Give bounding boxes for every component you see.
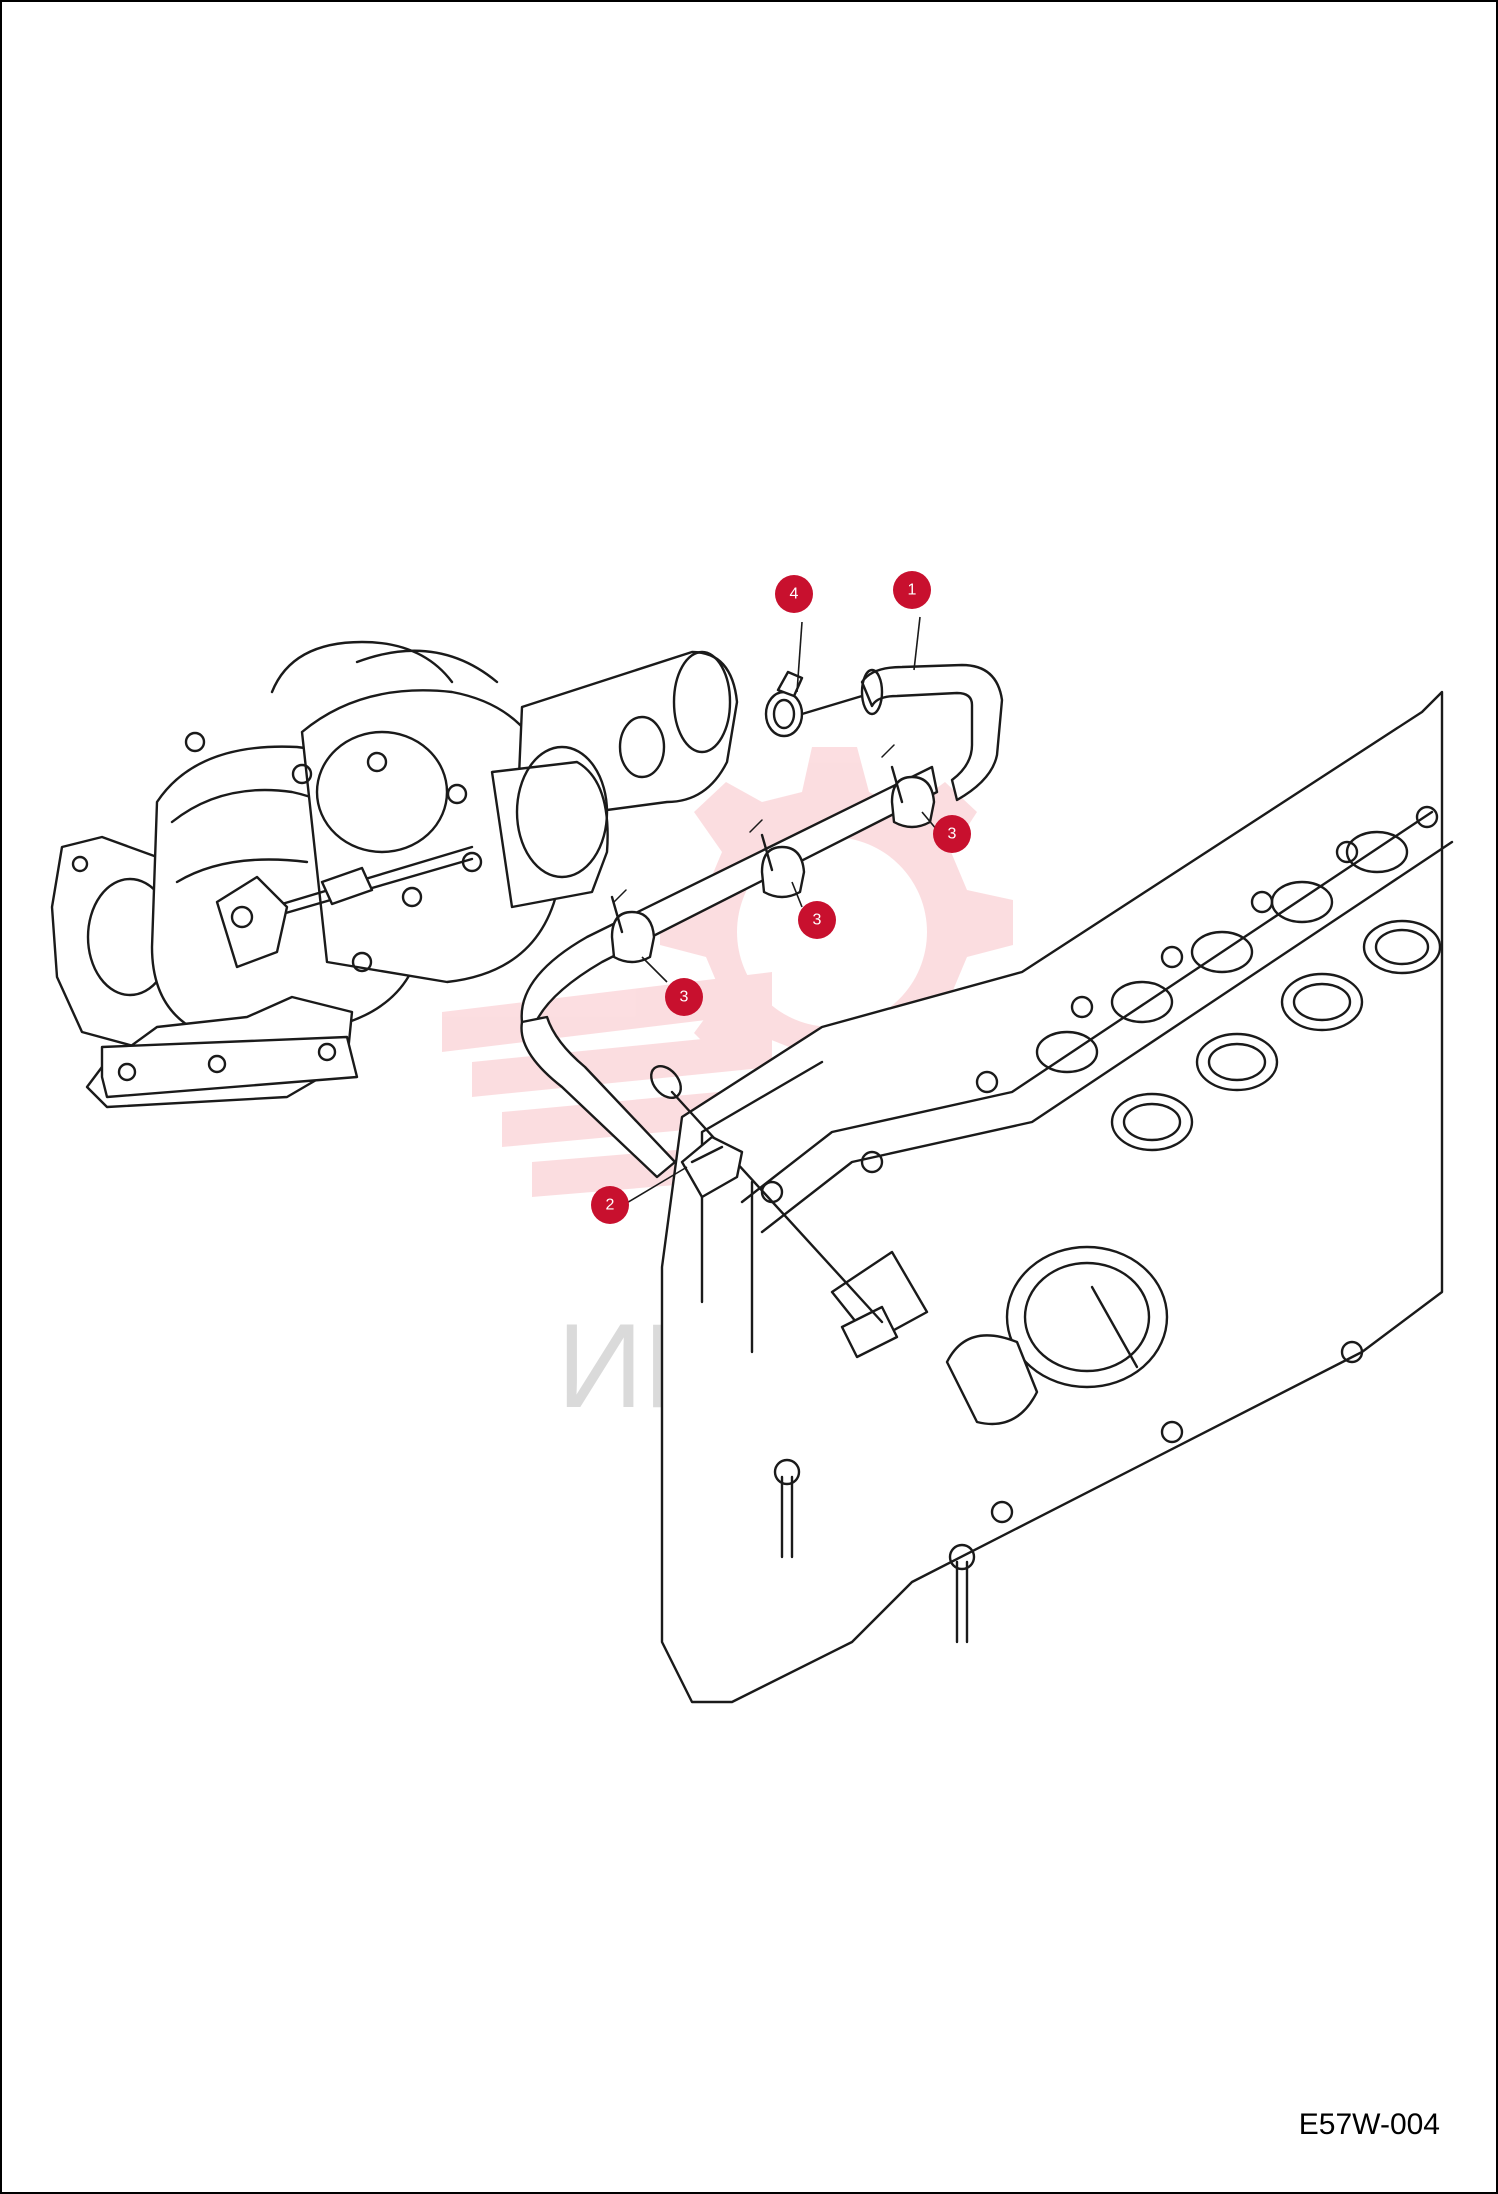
callout-badge-4	[775, 575, 813, 613]
hose-assembly	[520, 663, 1004, 1324]
callout-badge-2	[591, 1186, 629, 1224]
callouts: 4 1 3 3 3 2	[591, 571, 971, 1224]
callout-label-3a: 3	[948, 826, 957, 843]
callout-label-4: 4	[790, 586, 799, 603]
hose-clip-2	[680, 1135, 744, 1199]
callout-badge-3a	[933, 815, 971, 853]
callout-label-1: 1	[908, 582, 917, 599]
callout-label-3b: 3	[813, 912, 822, 929]
callout-badge-3c	[665, 978, 703, 1016]
callout-badge-3b	[798, 901, 836, 939]
turbocharger	[50, 640, 739, 1109]
drawing-code: E57W-004	[1298, 2108, 1440, 2141]
valve-cover	[660, 690, 1454, 1704]
callout-badge-1	[893, 571, 931, 609]
callout-label-3c: 3	[680, 989, 689, 1006]
callout-label-2: 2	[606, 1197, 615, 1214]
hose-clamp-4	[764, 670, 864, 738]
